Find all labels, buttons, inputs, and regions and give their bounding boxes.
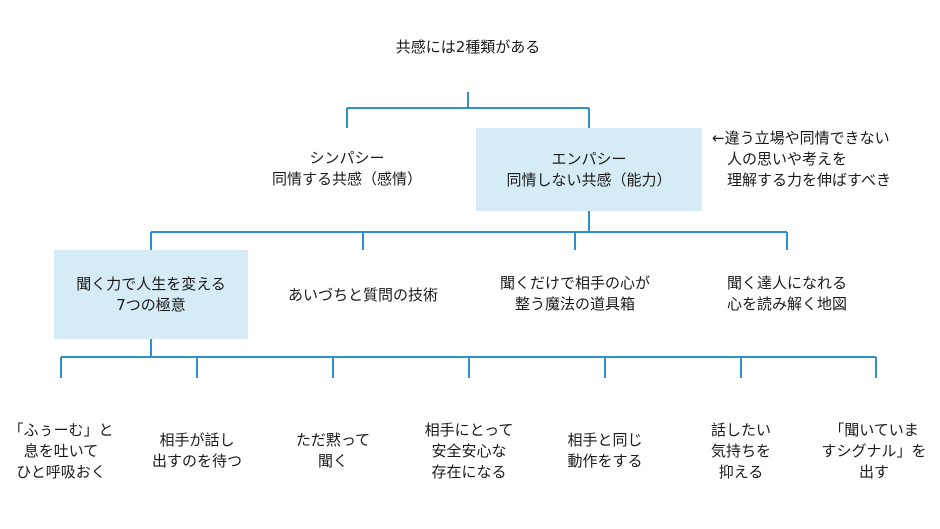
- root-node: 共感には2種類がある: [338, 34, 598, 60]
- tip-node-3: ただ黙って 聞く: [278, 428, 388, 474]
- book-label-3: 聞くだけで相手の心が 整う魔法の道具箱: [499, 274, 650, 313]
- book-node-1: 聞く力で人生を変える 7つの極意: [54, 250, 248, 339]
- book-label-4: 聞く達人になれる 心を読み解く地図: [726, 274, 847, 313]
- tip-node-6: 話したい 気持ちを 抑える: [686, 418, 796, 484]
- tip-node-7: 「聞いていま すシグナル」を 出す: [812, 418, 936, 484]
- tip-label-3: ただ黙って 聞く: [295, 431, 371, 470]
- tip-node-2: 相手が話し 出すのを待つ: [140, 428, 254, 474]
- book-node-4: 聞く達人になれる 心を読み解く地図: [696, 268, 878, 320]
- tip-label-7: 「聞いていま すシグナル」を 出す: [821, 420, 927, 481]
- sympathy-label: シンパシー 同情する共感（感情）: [271, 149, 422, 188]
- tip-node-5: 相手と同じ 動作をする: [548, 428, 662, 474]
- root-label: 共感には2種類がある: [395, 37, 541, 56]
- tip-node-4: 相手にとって 安全安心な 存在になる: [410, 418, 528, 484]
- empathy-node: エンパシー 同情しない共感（能力）: [476, 128, 702, 211]
- tip-label-1: 「ふぅーむ」と 息を吐いて ひと呼吸おく: [8, 420, 114, 481]
- empathy-note: ←違う立場や同情できない 人の思いや考えを 理解する力を伸ばすべき: [712, 129, 891, 189]
- tip-node-1: 「ふぅーむ」と 息を吐いて ひと呼吸おく: [6, 418, 116, 484]
- sympathy-node: シンパシー 同情する共感（感情）: [242, 143, 452, 195]
- book-label-2: あいづちと質問の技術: [287, 285, 438, 304]
- empathy-label: エンパシー 同情しない共感（能力）: [506, 149, 672, 189]
- book-label-1: 聞く力で人生を変える 7つの極意: [76, 274, 226, 314]
- tip-label-5: 相手と同じ 動作をする: [567, 431, 643, 470]
- tip-label-6: 話したい 気持ちを 抑える: [710, 420, 771, 481]
- tip-label-4: 相手にとって 安全安心な 存在になる: [424, 420, 514, 481]
- tip-label-2: 相手が話し 出すのを待つ: [151, 431, 242, 470]
- book-node-2: あいづちと質問の技術: [268, 280, 458, 310]
- book-node-3: 聞くだけで相手の心が 整う魔法の道具箱: [474, 268, 676, 320]
